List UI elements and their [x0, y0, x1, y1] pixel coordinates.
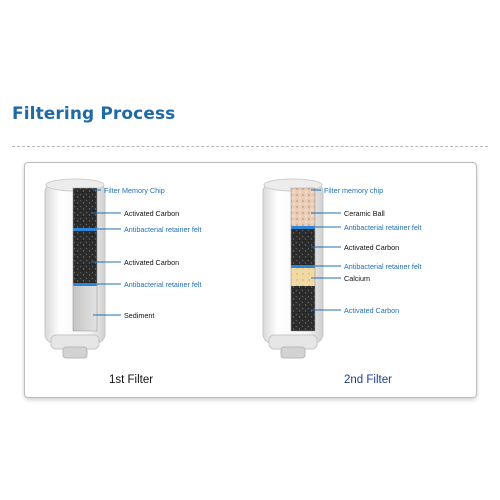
filter-1-label-felt-1: Antibacterial retainer felt	[124, 225, 202, 234]
filter-1-caption: 1st Filter	[109, 374, 153, 386]
filter-diagram: Filter Memory Chip Activated Carbon Anti…	[44, 178, 422, 386]
filter-1-label-memory-chip: Filter Memory Chip	[104, 186, 165, 195]
filter-2-leaders	[311, 189, 341, 311]
filter-1-label-carbon-2: Activated Carbon	[124, 258, 179, 267]
section-divider	[12, 146, 488, 147]
filter-2-label-carbon-1: Activated Carbon	[344, 243, 399, 252]
filter-2-label-memory-chip: Filter memory chip	[324, 186, 383, 195]
filter-2-label-felt-1: Antibacterial retainer felt	[344, 223, 422, 232]
filter-2-label-ceramic-ball: Ceramic Ball	[344, 209, 385, 218]
filter-2-labels: Filter memory chip Ceramic Ball Antibact…	[324, 186, 422, 315]
filter-2-label-carbon-2: Activated Carbon	[344, 306, 399, 315]
filter-diagram-panel: Filter Memory Chip Activated Carbon Anti…	[24, 162, 477, 398]
filter-1-labels: Filter Memory Chip Activated Carbon Anti…	[104, 186, 202, 320]
filter-2-felt-1	[291, 226, 315, 229]
filter-2-felt-2	[291, 265, 315, 268]
filter-2-activated-carbon-bottom	[291, 286, 315, 331]
filter-1-activated-carbon-top	[73, 188, 97, 228]
filter-2-label-felt-2: Antibacterial retainer felt	[344, 262, 422, 271]
filter-1-sediment-layer	[73, 286, 97, 331]
filter-2-caption: 2nd Filter	[344, 374, 392, 386]
filter-1-felt-1	[73, 228, 97, 231]
filter-2-cartridge	[262, 178, 324, 359]
filter-1-cartridge	[44, 178, 106, 359]
filter-1-felt-2	[73, 283, 97, 286]
filter-1-label-felt-2: Antibacterial retainer felt	[124, 280, 202, 289]
filter-2-label-calcium: Calcium	[344, 274, 370, 283]
filter-2-calcium-layer	[291, 268, 315, 286]
filter-1-label-sediment: Sediment	[124, 311, 154, 320]
filter-2-ceramic-ball-layer	[291, 188, 315, 226]
page-title: Filtering Process	[12, 104, 176, 124]
filter-1-activated-carbon-middle	[73, 231, 97, 283]
filter-2-outlet	[280, 346, 306, 359]
filter-1-outlet	[62, 346, 88, 359]
filter-1-leaders	[91, 189, 121, 316]
filter-1-label-carbon-1: Activated Carbon	[124, 209, 179, 218]
